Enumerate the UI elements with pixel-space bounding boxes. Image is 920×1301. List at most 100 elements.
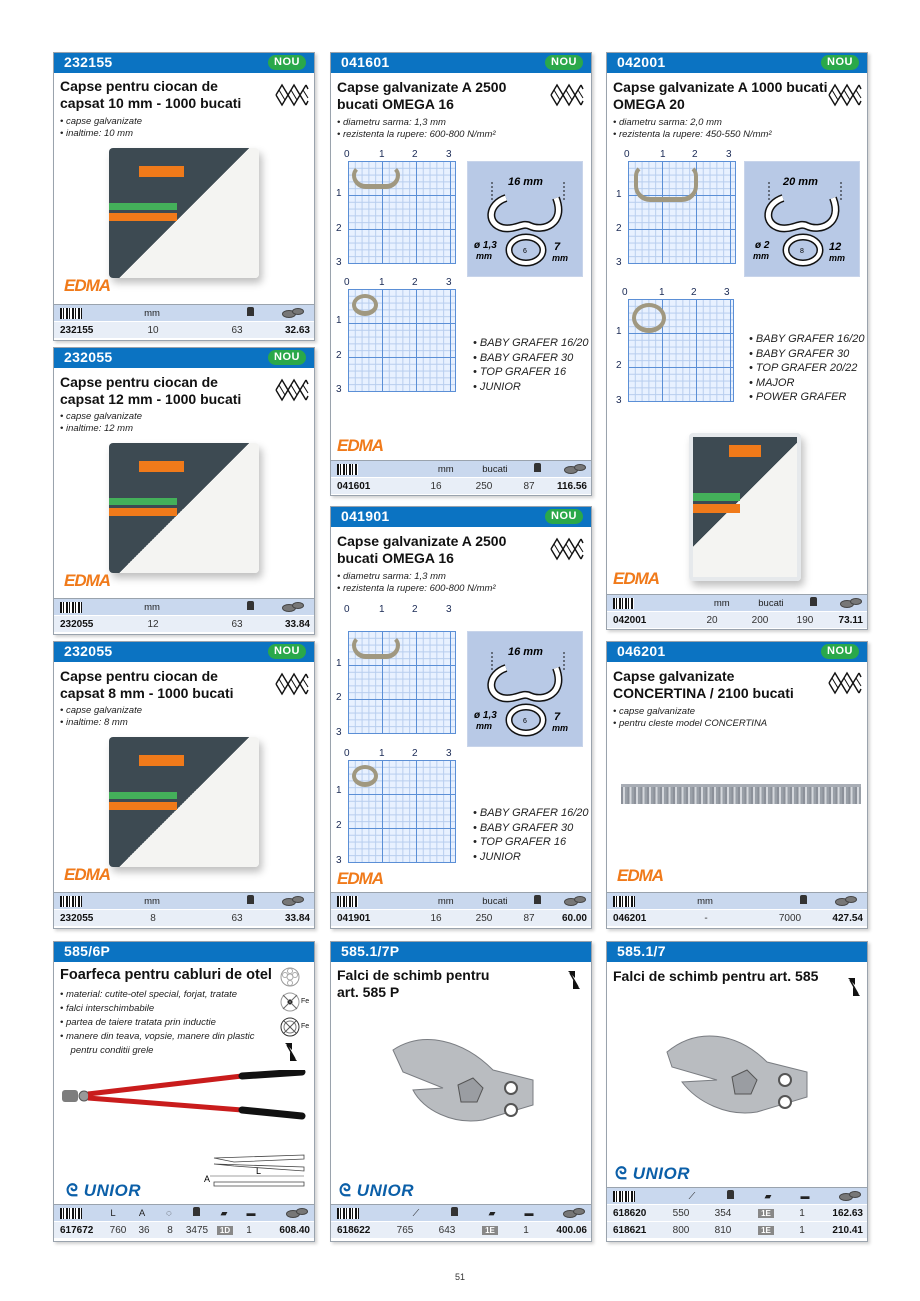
spec-bullet: • diametru sarma: 1,3 mm <box>337 571 446 582</box>
fe-label: Fe <box>301 998 310 1005</box>
cell-price: 400.06 <box>556 1224 587 1236</box>
axis-tick: 2 <box>412 604 418 615</box>
wire-fence-icon <box>827 81 863 109</box>
cell-capacity: 8 <box>167 1224 173 1236</box>
product-package-image <box>109 443 259 573</box>
axis-tick: 2 <box>616 360 622 371</box>
box-code: 1E <box>758 1208 774 1218</box>
price-coins-icon <box>839 1190 861 1201</box>
staple-photo <box>352 294 378 316</box>
brand-name: UNIOR <box>83 1181 141 1200</box>
scale-grid <box>348 631 456 734</box>
product-code: 232055 <box>64 349 113 365</box>
spec-bullets: • diametru sarma: 1,3 mm• rezistenta la … <box>337 571 496 595</box>
wire-fence-icon <box>274 376 310 404</box>
price-coins-icon <box>835 895 857 906</box>
price-coins-icon <box>563 895 586 906</box>
cell-mm: 12 <box>147 618 159 630</box>
cell-mm: 16 <box>430 912 442 924</box>
axis-tick: 0 <box>624 149 630 160</box>
product-code: 232055 <box>64 643 113 659</box>
staple-dimension-diagram: 16 mm ø 1,3 mm 6 7 mm <box>467 631 583 747</box>
spec-bullets: • diametru sarma: 1,3 mm• rezistenta la … <box>337 117 496 141</box>
capacity-ring-icon: ◌ <box>166 1207 172 1219</box>
cutter-icon <box>847 977 861 997</box>
barcode-icon <box>60 895 82 907</box>
model-item: • BABY GRAFER 30 <box>473 821 574 834</box>
staple-photo <box>352 765 378 787</box>
cell-price: 608.40 <box>279 1224 310 1236</box>
new-badge: NOU <box>545 509 583 524</box>
axis-tick: 2 <box>412 149 418 160</box>
unior-logo: ᘓ UNIOR <box>339 1181 414 1200</box>
product-package-image <box>109 148 259 278</box>
scale-grid <box>628 299 734 402</box>
weight-icon <box>192 1207 200 1216</box>
model-item: • BABY GRAFER 30 <box>473 351 574 364</box>
price-coins-icon <box>282 895 304 906</box>
edma-logo: EDMA <box>64 571 111 590</box>
title-line: Capse galvanizate <box>613 668 735 684</box>
brand-name: UNIOR <box>632 1164 690 1183</box>
cell-pack: 810 <box>714 1224 732 1236</box>
axis-tick: 1 <box>336 658 342 669</box>
scale-grid <box>348 161 456 264</box>
article-code: 046201 <box>613 912 647 924</box>
model-item: • POWER GRAFER <box>749 391 847 403</box>
article-code: 041601 <box>337 480 371 492</box>
cell-mm: 16 <box>430 480 442 492</box>
steel-rope-icon <box>280 1017 300 1037</box>
scale-grid <box>628 161 736 264</box>
axis-tick: 1 <box>336 785 342 796</box>
brand-name: EDMA <box>64 276 111 295</box>
spec-bullet: • capse galvanizate <box>60 705 143 716</box>
wire-fence-icon <box>827 669 863 697</box>
weight-icon <box>533 463 541 472</box>
brand-name: UNIOR <box>356 1181 414 1200</box>
staple-photo <box>352 635 400 659</box>
axis-tick: 1 <box>616 326 622 337</box>
col-header-bucati: bucati <box>758 597 784 609</box>
model-item: • BABY GRAFER 16/20 <box>749 333 865 345</box>
axis-tick: 0 <box>622 287 628 298</box>
product-code-header: 041901 NOU <box>331 507 591 527</box>
staple-dimension-diagram: 16 mm ø 1,3 mm 6 7 mm <box>467 161 583 277</box>
brand-name: EDMA <box>337 436 384 455</box>
axis-tick: 1 <box>379 277 385 288</box>
length-icon: ⟋ <box>688 1190 696 1202</box>
product-code-header: 585.1/7 <box>607 942 867 962</box>
axis-tick: 3 <box>616 395 622 406</box>
product-title: Falci de schimb pentru art. 585 <box>613 968 819 984</box>
title-line: Falci de schimb pentru <box>337 967 490 983</box>
price-coins-icon <box>282 601 304 612</box>
cell-length: 550 <box>672 1207 690 1219</box>
package-label <box>139 166 184 177</box>
spec-bullets: • capse galvanizate• inaltime: 12 mm <box>60 411 142 435</box>
svg-text:7: 7 <box>554 711 561 723</box>
spec-bullet: • partea de taiere tratata prin inductie <box>60 1017 216 1028</box>
product-code: 041901 <box>341 508 390 524</box>
article-code: 232055 <box>60 618 94 630</box>
axis-tick: 1 <box>616 189 622 200</box>
axis-tick: 3 <box>336 257 342 268</box>
article-code: 618621 <box>613 1224 647 1236</box>
axis-tick: 2 <box>336 350 342 361</box>
svg-text:12: 12 <box>829 241 841 253</box>
wire-fence-icon <box>274 81 310 109</box>
cell-pack: 7000 <box>778 912 802 924</box>
length-icon: ⟋ <box>412 1207 420 1219</box>
new-badge: NOU <box>821 644 859 659</box>
model-item: • BABY GRAFER 16/20 <box>473 807 589 819</box>
title-line: Capse galvanizate A 2500 <box>337 79 507 95</box>
axis-tick: 0 <box>344 277 350 288</box>
axis-tick: 1 <box>659 287 665 298</box>
svg-text:mm: mm <box>552 723 568 733</box>
cell-price: 60.00 <box>561 912 587 924</box>
